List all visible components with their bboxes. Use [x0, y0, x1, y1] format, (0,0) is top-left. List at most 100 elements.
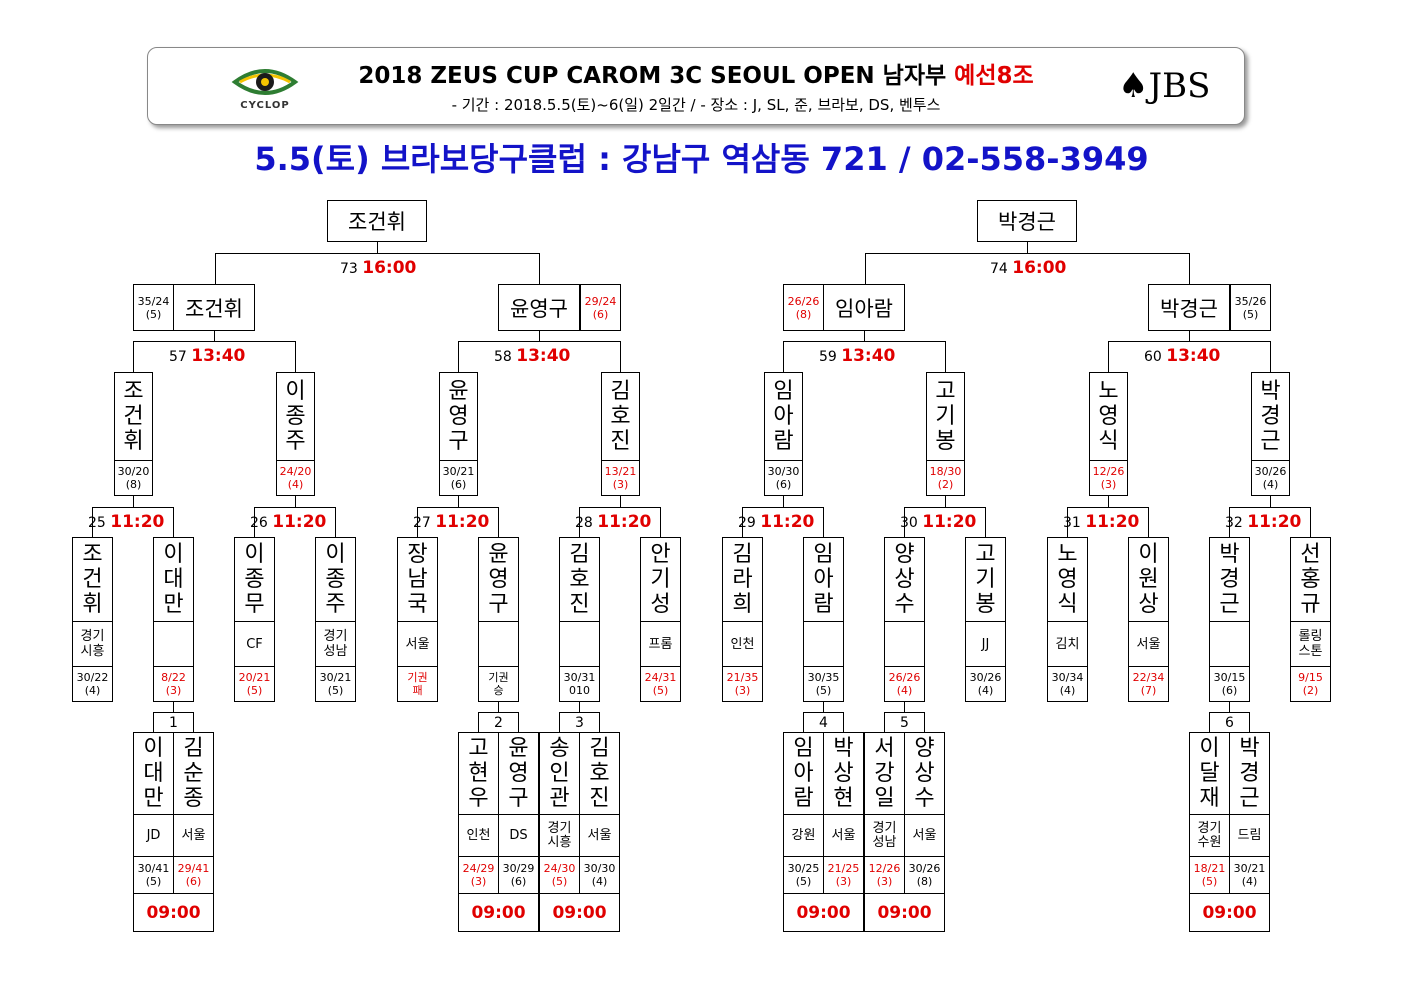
name-char: 조 [82, 542, 103, 567]
round16-score: 20/21(5) [234, 666, 275, 702]
name-char: 근 [1219, 592, 1240, 617]
name-char: 김 [589, 736, 610, 761]
innings: (5) [145, 307, 162, 321]
score: 26/26 [787, 294, 820, 308]
prelim-match-time: 09:00 [783, 893, 864, 932]
semifinal-match-label: 58 13:40 [494, 346, 604, 366]
round16-score: 26/26(4) [884, 666, 925, 702]
score: 30/20 [117, 465, 150, 478]
name-char: 관 [549, 786, 570, 811]
match-time: 16:00 [362, 258, 417, 278]
prelim-score: 18/21(5) [1189, 856, 1230, 894]
prelim-club: 서울 [579, 814, 620, 857]
title-group: 예선8조 [954, 63, 1034, 89]
bracket-line [904, 702, 905, 713]
name-char: 김 [183, 736, 204, 761]
score: 30/22 [76, 671, 109, 684]
name-char: 진 [589, 786, 610, 811]
name-char: 구 [448, 429, 469, 454]
bracket-line [945, 341, 946, 373]
quarterfinal-score: 30/20(8) [114, 460, 153, 496]
name-char: 임 [813, 542, 834, 567]
semifinal-player: 임아람 [823, 284, 905, 331]
bracket-line [254, 507, 255, 538]
prelim-match-number: 5 [884, 712, 925, 733]
innings: (6) [185, 875, 202, 888]
name-char: 식 [1098, 429, 1119, 454]
prelim-match-time: 09:00 [1189, 893, 1270, 932]
quarterfinal-score: 13/21(3) [601, 460, 640, 496]
innings: (6) [510, 875, 527, 888]
bracket-line [1229, 702, 1230, 713]
cyclop-logo: CYCLOP [230, 64, 300, 112]
score: 8/22 [161, 671, 186, 684]
name-char: 종 [244, 567, 265, 592]
bracket-line [1310, 507, 1311, 538]
name-char: 구 [488, 592, 509, 617]
jbs-logo: ♠JBS [1118, 66, 1210, 106]
name-char: 원 [1138, 567, 1159, 592]
match-number: 74 [990, 261, 1013, 277]
bracket-line [742, 507, 743, 538]
prelim-score: 24/29(3) [458, 856, 499, 894]
name-char: 송 [549, 736, 570, 761]
score: 30/21 [319, 671, 352, 684]
round16-score: 21/35(3) [722, 666, 763, 702]
bracket-line [498, 702, 499, 713]
name-char: 안 [650, 542, 671, 567]
match-time: 11:20 [272, 512, 327, 532]
name-char: 강 [874, 761, 895, 786]
name-char: 종 [285, 404, 306, 429]
prelim-club: 경기 시흥 [539, 814, 580, 857]
innings: (4) [1262, 478, 1279, 491]
bracket-line [579, 702, 580, 713]
match-number: 28 [575, 515, 598, 531]
quarterfinal-score: 12/26(3) [1089, 460, 1128, 496]
name-char: 윤 [488, 542, 509, 567]
bracket-line [377, 242, 378, 254]
match-time: 13:40 [191, 346, 246, 366]
final-right-winner: 박경근 [977, 200, 1077, 242]
bracket-line [1108, 341, 1271, 342]
quarterfinal-score: 30/30(6) [764, 460, 803, 496]
prelim-club: 인천 [458, 814, 499, 857]
innings: (6) [592, 307, 609, 321]
name-char: 박 [1239, 736, 1260, 761]
innings: (5) [795, 875, 812, 888]
score: 35/26 [1234, 294, 1267, 308]
round16-match-label: 26 11:20 [250, 512, 360, 532]
semifinal-score: 35/26(5) [1230, 284, 1271, 331]
name-char: 종 [183, 786, 204, 811]
name-char: 장 [407, 542, 428, 567]
header-banner: CYCLOP 2018 ZEUS CUP CAROM 3C SEOUL OPEN… [147, 47, 1245, 125]
name-char: 이 [163, 542, 184, 567]
bracket-line [1270, 496, 1271, 508]
name-char: 진 [569, 592, 590, 617]
round16-club: 김치 [1047, 621, 1088, 667]
semifinal-player: 조건휘 [173, 284, 255, 331]
name-char: 이 [325, 542, 346, 567]
innings: 010 [569, 684, 590, 697]
name-char: 식 [1057, 592, 1078, 617]
name-char: 상 [894, 567, 915, 592]
semifinal-score: 35/24(5) [133, 284, 174, 331]
name-char: 국 [407, 592, 428, 617]
prelim-club: 서울 [904, 814, 945, 857]
score: 30/34 [1051, 671, 1084, 684]
match-number: 60 [1144, 349, 1167, 365]
bracket-line [823, 507, 824, 538]
